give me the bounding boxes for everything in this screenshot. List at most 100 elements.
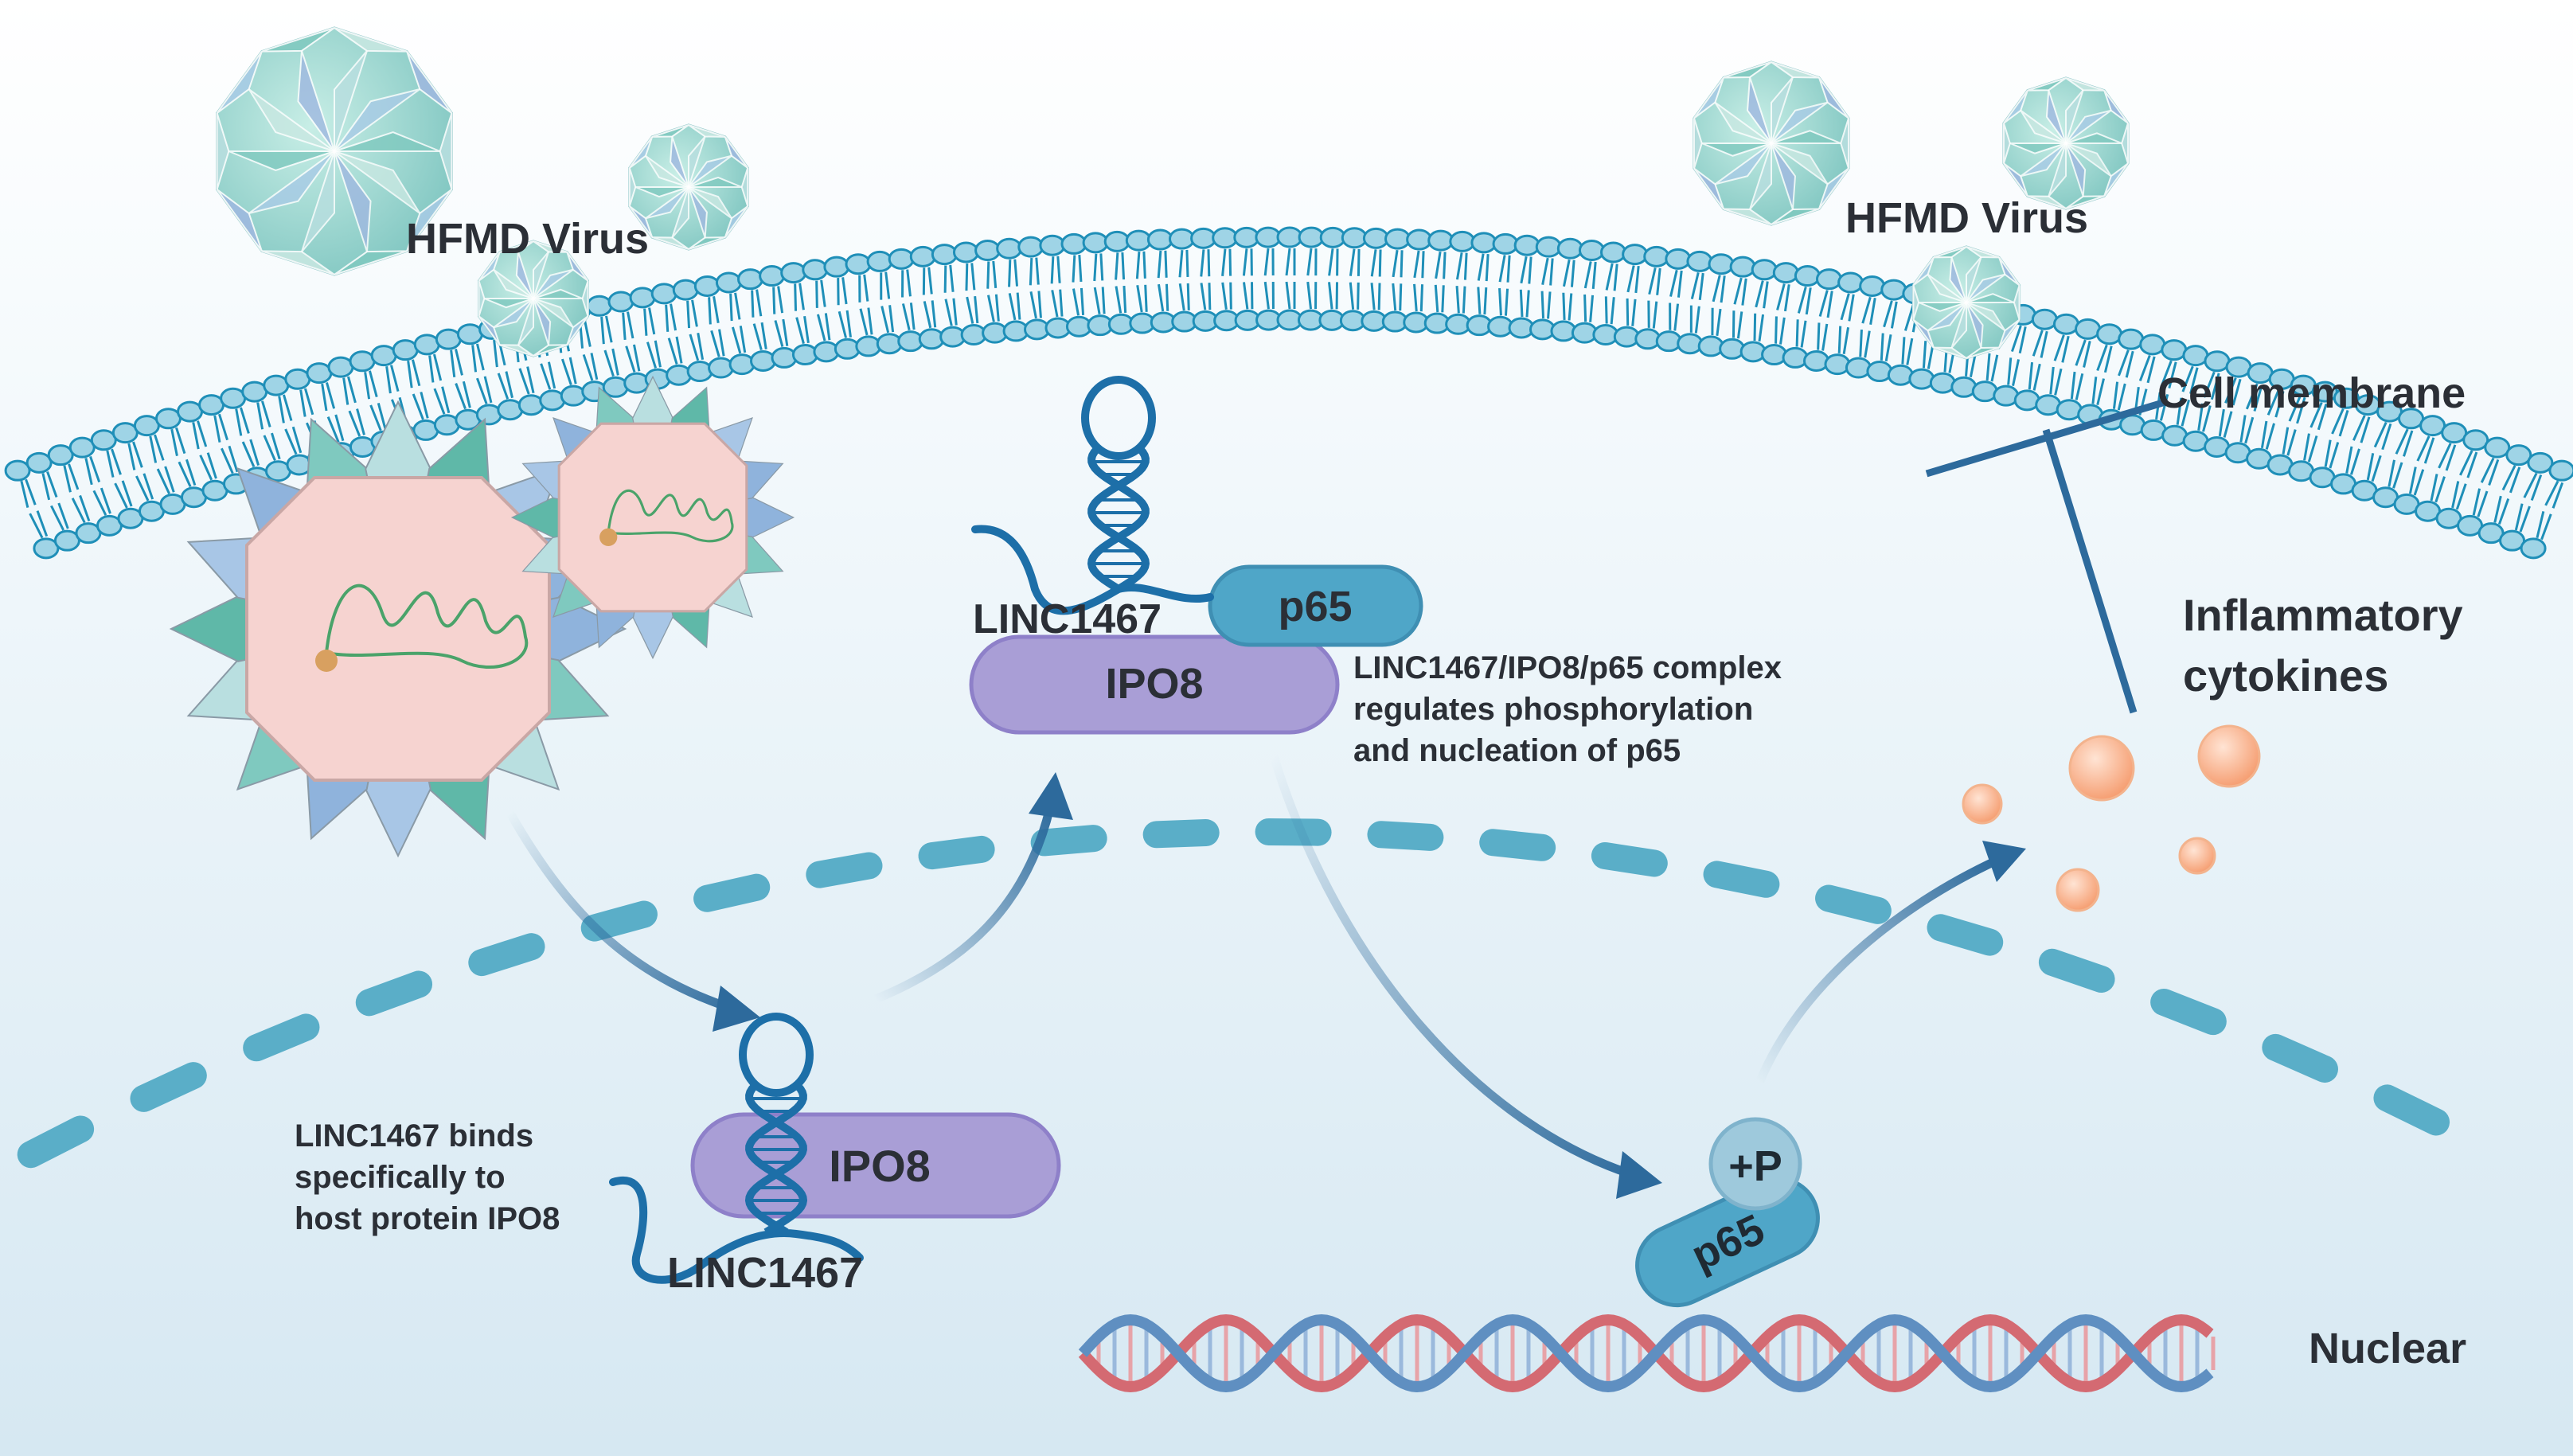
lipid-tail: [1029, 291, 1037, 319]
capsid-facet: [248, 150, 335, 214]
capsid-facet: [1933, 346, 1967, 359]
capsid-facet: [2003, 90, 2028, 124]
nuclear-envelope-dash: [806, 852, 883, 888]
lipid-tail: [2514, 503, 2524, 531]
capsid-facet: [2013, 285, 2021, 320]
arrowhead-3: [1616, 1151, 1662, 1199]
rna-stem: [1087, 443, 1150, 593]
lipid-tail: [475, 377, 488, 404]
lipid-head: [1880, 279, 1907, 301]
lipid-tail: [1541, 257, 1549, 285]
lipid-tail: [803, 315, 810, 344]
lipid-tail: [2329, 442, 2340, 469]
lipid-head: [2441, 422, 2468, 444]
lipid-tail: [2018, 326, 2027, 353]
lipid-tail: [1413, 283, 1418, 312]
lipid-tail: [1570, 260, 1575, 287]
capsid-facet: [629, 205, 654, 238]
lipid-tail: [2303, 433, 2310, 461]
lipid-head: [2548, 459, 2573, 482]
lipid-tail: [1880, 333, 1884, 361]
lipid-tail: [1720, 275, 1726, 303]
capsid-facet: [439, 112, 453, 190]
lipid-tail: [2360, 416, 2371, 443]
lipid-tail: [774, 320, 784, 347]
lipid-tail: [859, 308, 869, 336]
lipid-tail: [648, 307, 656, 335]
lipid-head: [456, 323, 483, 345]
lipid-head: [2182, 345, 2209, 367]
lipid-tail: [385, 365, 392, 394]
lipid-tail: [1370, 283, 1376, 310]
lipid-tail: [197, 420, 208, 447]
lipid-head: [306, 362, 333, 384]
lipid-tail: [1399, 283, 1403, 311]
lipid-tail: [455, 349, 463, 376]
lipid-tail: [278, 396, 285, 424]
lipid-tail: [1848, 294, 1855, 322]
rna-tail: [609, 1177, 864, 1284]
capsid-facet: [671, 186, 689, 239]
capsid-facet: [1701, 142, 1772, 157]
lipid-tail: [132, 441, 143, 468]
lipid-tail: [2075, 339, 2087, 366]
rna-loop: [1081, 376, 1156, 460]
lipid-tail: [526, 366, 535, 394]
lipid-tail: [2202, 405, 2212, 432]
lipid-tail: [114, 482, 128, 509]
capsid-facet: [2020, 109, 2067, 144]
lipid-tail: [1208, 283, 1212, 310]
nuclear-envelope-dash: [1927, 914, 2004, 956]
lipid-tail: [2160, 360, 2173, 387]
capsid-facet: [1693, 76, 1724, 119]
lipid-tail: [2480, 457, 2495, 483]
lipid-head: [263, 374, 290, 396]
lipid-tail: [518, 368, 530, 395]
capsid-facet: [216, 112, 230, 190]
lipid-tail: [1306, 248, 1313, 276]
lipid-tail: [2265, 423, 2275, 450]
lipid-head: [996, 237, 1023, 260]
lipid-tail: [206, 452, 217, 479]
lipid-tail: [863, 274, 869, 302]
lipid-tail: [1613, 263, 1618, 291]
capsid-facet: [533, 251, 549, 299]
lipid-tail: [1306, 281, 1313, 310]
lipid-tail: [92, 490, 107, 516]
lipid-tail: [412, 359, 421, 387]
lipid-tail: [441, 386, 451, 414]
capsid-facet: [1693, 167, 1724, 210]
capsid-facet: [334, 150, 372, 252]
lipid-tail: [2197, 403, 2204, 431]
lipid-tail: [433, 388, 446, 415]
lipid-tail: [240, 407, 250, 434]
capsid-facet: [493, 268, 534, 299]
lipid-head: [728, 353, 756, 376]
lipid-tail: [2434, 476, 2446, 503]
lipid-tail: [1901, 337, 1906, 365]
lipid-tail: [1795, 319, 1799, 347]
lipid-tail: [321, 383, 328, 412]
capsid-facet: [1949, 256, 1967, 303]
lipid-tail: [729, 293, 733, 322]
lipid-tail: [304, 388, 314, 416]
lipid-tail: [1392, 283, 1397, 311]
lipid-tail: [505, 371, 513, 399]
lipid-tail: [2189, 367, 2199, 394]
lipid-tail: [455, 383, 467, 410]
lipid-head: [2527, 451, 2554, 474]
lipid-tail: [1779, 317, 1786, 345]
capsid-facet: [634, 186, 689, 198]
lipid-tail: [1157, 283, 1165, 312]
lipid-head: [1255, 226, 1282, 248]
lipid-tail: [1435, 251, 1442, 279]
lipid-tail: [178, 461, 192, 488]
lipid-tail: [2011, 325, 2022, 353]
capsid-facet: [228, 150, 335, 172]
capsid-facet: [688, 186, 732, 220]
capsid-facet: [1771, 61, 1820, 79]
capsid-facet: [1933, 246, 1967, 259]
lipid-tail: [1506, 255, 1511, 283]
lipid-tail: [2519, 506, 2531, 533]
